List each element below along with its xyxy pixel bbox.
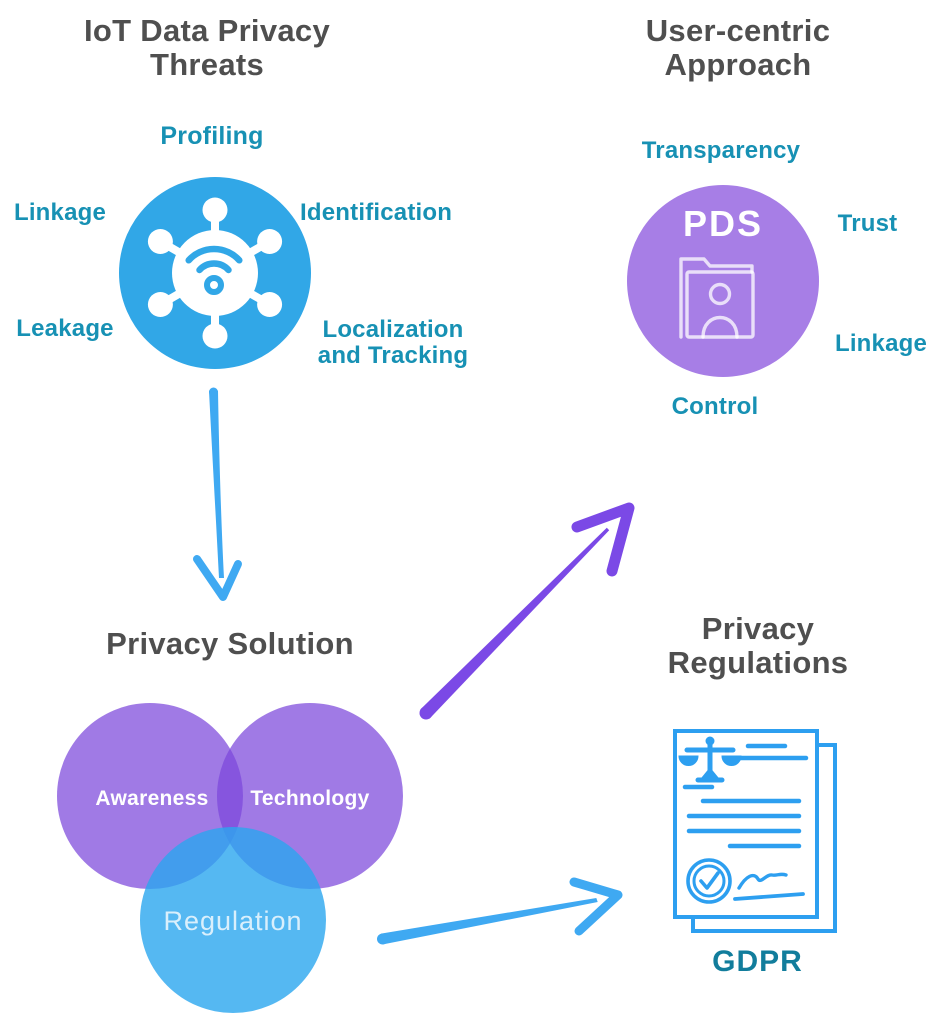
person-head — [708, 282, 732, 306]
threats-title-line2: Threats — [149, 47, 265, 83]
regulations-title-line2: Regulations — [667, 645, 849, 681]
approach-label-control: Control — [671, 393, 759, 420]
folder-user-icon — [679, 257, 755, 339]
venn-label-regulation: Regulation — [163, 906, 303, 936]
approach-label-linkage: Linkage — [834, 330, 928, 357]
gdpr-label: GDPR — [712, 945, 803, 978]
document-text-lines — [682, 743, 809, 849]
iot-threats-circle — [119, 177, 311, 369]
person-body — [701, 315, 739, 339]
arrow-right-icon — [377, 877, 623, 945]
approach-label-trust: Trust — [837, 210, 898, 237]
venn-label-awareness: Awareness — [95, 787, 209, 810]
threat-label-profiling: Profiling — [160, 122, 264, 150]
threats-title-line1: IoT Data Privacy — [83, 13, 331, 48]
pds-circle — [627, 185, 819, 377]
seal-check-icon — [686, 858, 732, 904]
threat-label-localization-tracking: Localization and Tracking — [317, 316, 469, 369]
approach-label-transparency: Transparency — [641, 137, 801, 164]
threat-label-linkage: Linkage — [13, 199, 107, 226]
approach-title-line2: Approach — [664, 47, 812, 83]
venn-label-technology: Technology — [250, 787, 370, 810]
arrow-down-icon — [193, 387, 242, 601]
threat-label-leakage: Leakage — [16, 315, 114, 342]
approach-title: User-centric Approach — [558, 13, 918, 83]
threat-label-identification: Identification — [300, 199, 453, 226]
iot-network-icon — [147, 197, 283, 349]
threats-title: IoT Data Privacy Threats — [17, 13, 397, 83]
pds-badge: PDS — [682, 203, 764, 244]
venn-circle-regulation — [140, 827, 326, 1013]
regulations-title: Privacy Regulations — [578, 611, 938, 681]
regulations-title-line1: Privacy — [701, 611, 815, 646]
signature-icon — [733, 872, 805, 901]
wifi-icon — [185, 245, 243, 295]
approach-title-line1: User-centric — [645, 13, 831, 48]
gdpr-document-icon — [673, 729, 837, 933]
solution-title: Privacy Solution — [106, 626, 354, 661]
gdpr-document — [672, 728, 842, 938]
